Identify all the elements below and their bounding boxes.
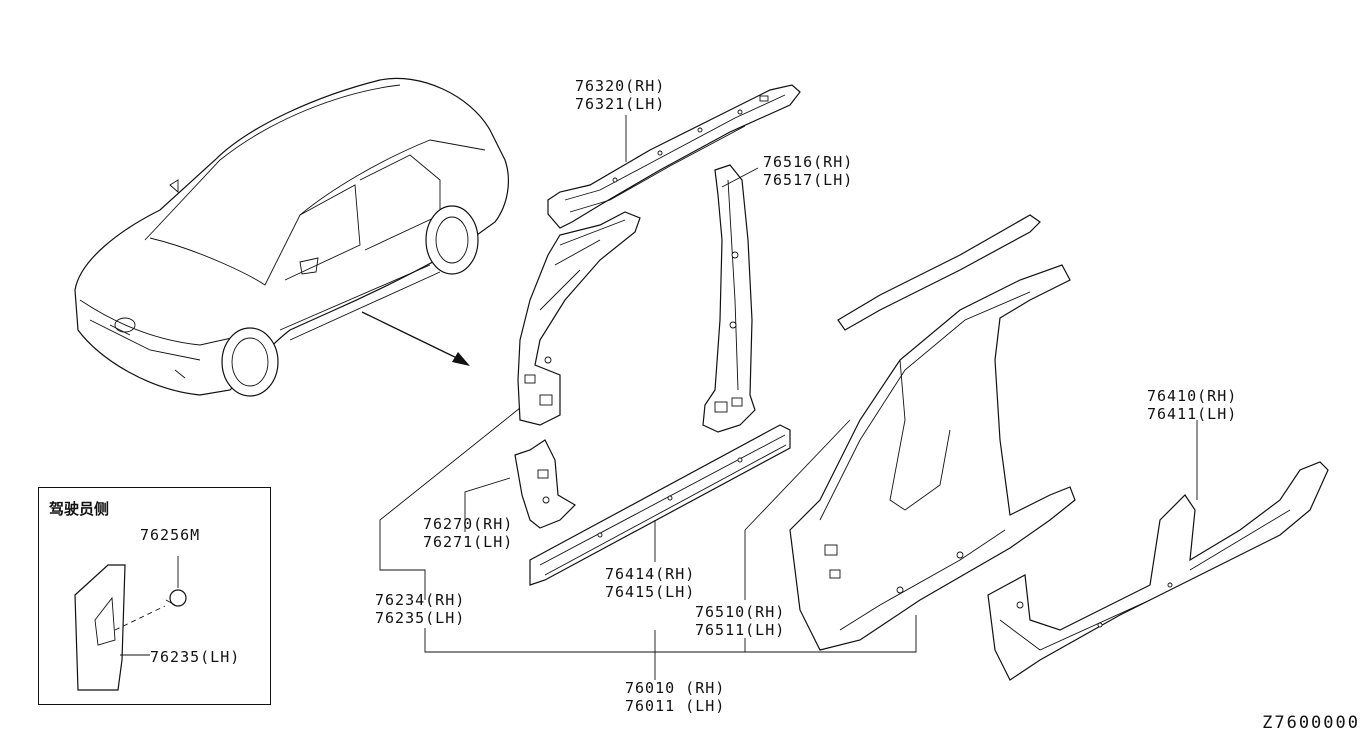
label-76320-rh: 76320(RH) (575, 77, 666, 95)
center-pillar-part (702, 164, 756, 433)
inset-title: 驾驶员侧 (49, 500, 110, 518)
car-illustration (74, 77, 510, 397)
label-76414-rh: 76414(RH) (605, 565, 696, 583)
label-76321-lh: 76321(LH) (575, 95, 666, 113)
label-76234-rh: 76234(RH) (375, 591, 466, 609)
front-pillar-part (517, 211, 641, 426)
direction-arrow (361, 311, 470, 366)
label-76411-lh: 76411(LH) (1147, 405, 1238, 423)
label-76410-rh: 76410(RH) (1147, 387, 1238, 405)
label-76511-lh: 76511(LH) (695, 621, 786, 639)
label-76235-lh: 76235(LH) (375, 609, 466, 627)
leader-lines (379, 407, 917, 680)
label-76415-lh: 76415(LH) (605, 583, 696, 601)
label-76011-lh: 76011 (LH) (625, 697, 726, 715)
label-76010-rh: 76010 (RH) (625, 679, 726, 697)
label-76235-lh-inset: 76235(LH) (150, 648, 241, 666)
roof-rail-part (547, 84, 801, 229)
catalog-number: Z7600000 (1262, 713, 1360, 733)
body-side-outer-part (789, 214, 1076, 651)
label-76256M: 76256M (140, 526, 201, 544)
label-76517-lh: 76517(LH) (763, 171, 854, 189)
label-76516-rh: 76516(RH) (763, 153, 854, 171)
pillar-lower-part (514, 439, 576, 529)
label-76271-lh: 76271(LH) (423, 533, 514, 551)
inset-illustration (74, 556, 187, 691)
label-76270-rh: 76270(RH) (423, 515, 514, 533)
driver-side-inset: 驾驶员侧 (38, 487, 271, 705)
rear-inner-part (987, 461, 1329, 681)
sill-outer-part (529, 424, 791, 586)
label-76510-rh: 76510(RH) (695, 603, 786, 621)
